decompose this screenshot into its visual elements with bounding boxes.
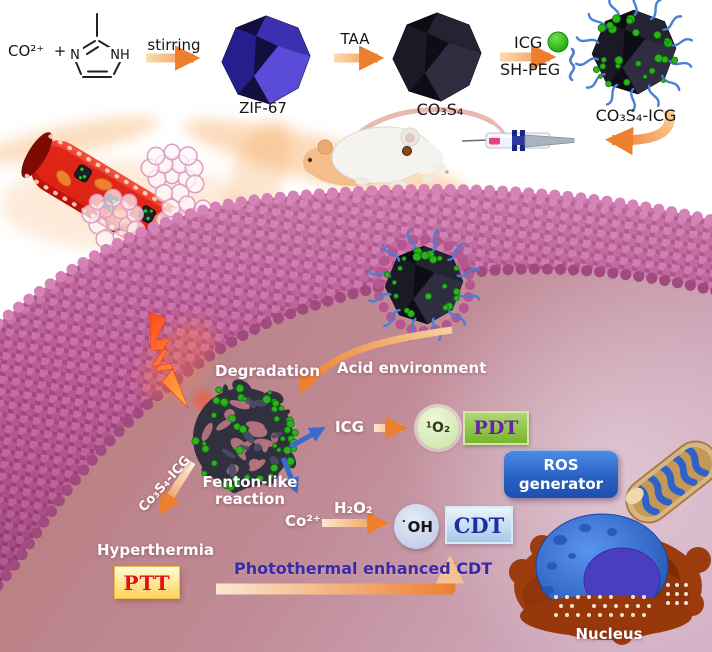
photothermal-label: Photothermal enhanced CDT — [234, 559, 493, 578]
stirring-label: stirring — [147, 36, 201, 54]
singlet-oxygen-badge: ¹O₂ — [417, 407, 459, 449]
imidazole-n-label: N — [70, 48, 80, 63]
nucleus-label: Nucleus — [575, 625, 643, 643]
zif67-crystal — [221, 15, 311, 105]
cobalt-ion-label: Co²⁺ — [285, 512, 321, 530]
cobalt-release-arrow — [280, 457, 299, 494]
injection-arrow — [605, 108, 675, 155]
degraded-nanoparticle — [191, 379, 299, 494]
mouse-eye — [402, 146, 412, 156]
icg-legend-dot — [547, 31, 569, 53]
co3s4-crystal — [392, 12, 482, 102]
ptt-label: PTT — [123, 570, 171, 595]
hydroxyl-label: ˙OH — [400, 517, 433, 536]
nucleus-spots — [542, 524, 617, 594]
mouse-tail — [352, 106, 495, 141]
syringe-liquid — [489, 136, 500, 145]
laser-bolt — [142, 311, 214, 410]
ros-line1: ROS — [543, 455, 579, 474]
mitochondrion-icon — [625, 440, 712, 524]
fenton-line1: Fenton-like — [202, 473, 298, 491]
degradation-label: Degradation — [215, 362, 321, 380]
fenton-label: Fenton-like reaction — [194, 474, 306, 508]
pdt-box: PDT — [463, 411, 529, 445]
acid-environment-arrow — [298, 326, 453, 395]
ribosome-dots — [554, 583, 688, 617]
singlet-oxygen-label: ¹O₂ — [425, 420, 451, 436]
reactant-formula: CO²⁺ + — [8, 42, 67, 60]
photothermal-enhanced-arrow — [216, 554, 465, 595]
icg-legend-label: ICG — [514, 33, 543, 52]
degraded-icg-dots — [191, 383, 299, 491]
product-nanoparticle-decorations — [574, 0, 694, 113]
cell-arrows — [158, 326, 465, 595]
h2o2-label: H₂O₂ — [334, 499, 373, 517]
nucleus-er — [509, 513, 711, 645]
icg-release-arrow — [288, 426, 326, 450]
hyperthermia-label: Hyperthermia — [97, 541, 214, 559]
entering-nanoparticle-decorations — [367, 228, 481, 342]
np-delivery-arrow — [158, 459, 196, 515]
cdt-box: CDT — [445, 506, 513, 544]
zif67-label: ZIF-67 — [239, 99, 287, 117]
taa-label: TAA — [340, 30, 370, 48]
ptt-box: PTT — [114, 566, 180, 599]
cdt-label: CDT — [453, 512, 505, 538]
hydroxyl-badge: ˙OH — [394, 504, 439, 549]
entering-nanoparticle — [384, 245, 464, 325]
pdt-label: PDT — [473, 417, 519, 439]
product-label: CO₃S₄-ICG — [595, 106, 677, 125]
fenton-line2: reaction — [215, 490, 285, 508]
shpeg-legend-label: SH-PEG — [500, 60, 561, 79]
ros-line2: generator — [518, 474, 604, 493]
icg-cell-label: ICG — [335, 418, 364, 436]
synthesis-arrows — [146, 44, 557, 71]
acid-environment-label: Acid environment — [337, 359, 487, 377]
syringe — [461, 130, 575, 151]
imidazole-nh-label: NH — [110, 48, 130, 63]
ros-generator-box: ROS generator — [504, 450, 618, 498]
imidazole-molecule: N NH — [66, 13, 132, 78]
cell-membrane — [0, 183, 712, 592]
co3s4-label: CO₃S₄ — [416, 100, 464, 119]
syringe-plunger — [524, 134, 575, 148]
shpeg-legend-squiggle — [568, 47, 576, 82]
